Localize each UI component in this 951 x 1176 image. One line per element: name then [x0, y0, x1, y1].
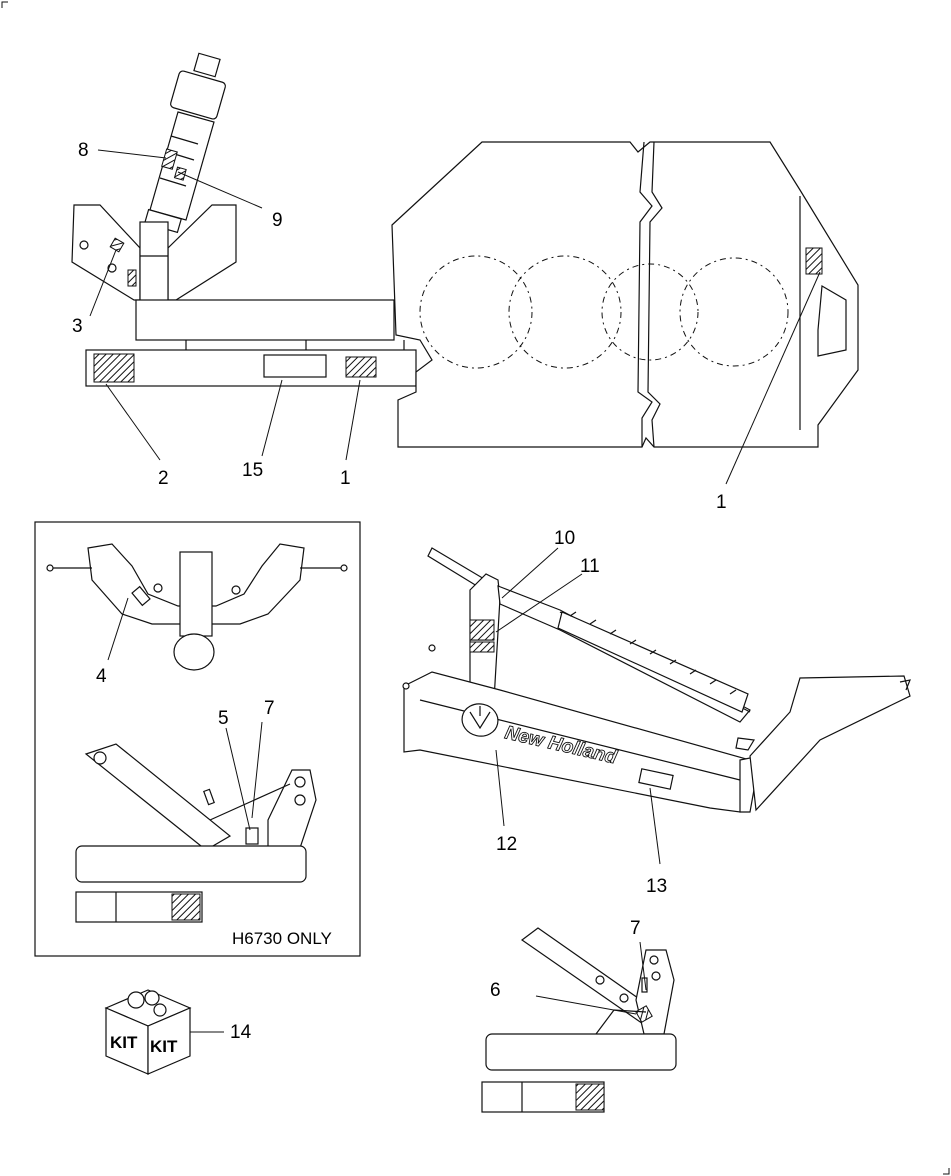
bottom-side-view — [481, 927, 677, 1113]
decal-10 — [469, 619, 495, 641]
callout-7-bottom: 7 — [630, 918, 641, 939]
decal-11 — [469, 641, 495, 653]
mower-side-view: New Holland — [402, 547, 911, 813]
callout-4: 4 — [96, 666, 107, 687]
callout-13: 13 — [646, 876, 667, 897]
callout-10: 10 — [554, 528, 575, 549]
drive-shaft — [143, 52, 226, 234]
kit-box: KIT KIT 14 — [104, 989, 252, 1075]
callout-5: 5 — [218, 708, 229, 729]
callout-2: 2 — [158, 468, 169, 489]
callout-9: 9 — [272, 210, 283, 231]
callout-7: 7 — [264, 698, 275, 719]
callout-12: 12 — [496, 834, 517, 855]
inset-side-view — [75, 743, 317, 923]
decal-1 — [345, 356, 377, 378]
callout-6: 6 — [490, 980, 501, 1001]
callout-8: 8 — [78, 140, 89, 161]
decal-6 — [635, 1005, 653, 1023]
callout-15: 15 — [242, 460, 263, 481]
decal-bottom — [575, 1083, 605, 1111]
decal-1-right — [805, 247, 823, 275]
mower-housing — [391, 141, 859, 448]
leader-lines-top — [89, 149, 821, 485]
logo-emblem — [461, 703, 499, 737]
callout-1: 1 — [340, 468, 351, 489]
decal-15 — [263, 354, 327, 378]
inset-frame — [34, 521, 361, 957]
main-assembly-view: 8 9 3 2 15 1 1 — [71, 52, 859, 513]
decal-13 — [638, 768, 674, 790]
decal-3 — [109, 237, 125, 253]
inset-note: H6730 ONLY — [232, 929, 332, 948]
kit-label-left: KIT — [110, 1033, 138, 1052]
inset-h6730: 4 5 7 H6730 ONLY — [34, 521, 361, 957]
callout-3: 3 — [72, 316, 83, 337]
callout-14: 14 — [230, 1022, 252, 1043]
callout-11: 11 — [580, 556, 600, 577]
yoke-top-view — [46, 543, 348, 671]
beam — [85, 299, 417, 387]
decal-2 — [93, 353, 135, 383]
decal-inset — [171, 893, 201, 921]
kit-label-right: KIT — [150, 1037, 178, 1056]
callout-1-right: 1 — [716, 492, 727, 513]
